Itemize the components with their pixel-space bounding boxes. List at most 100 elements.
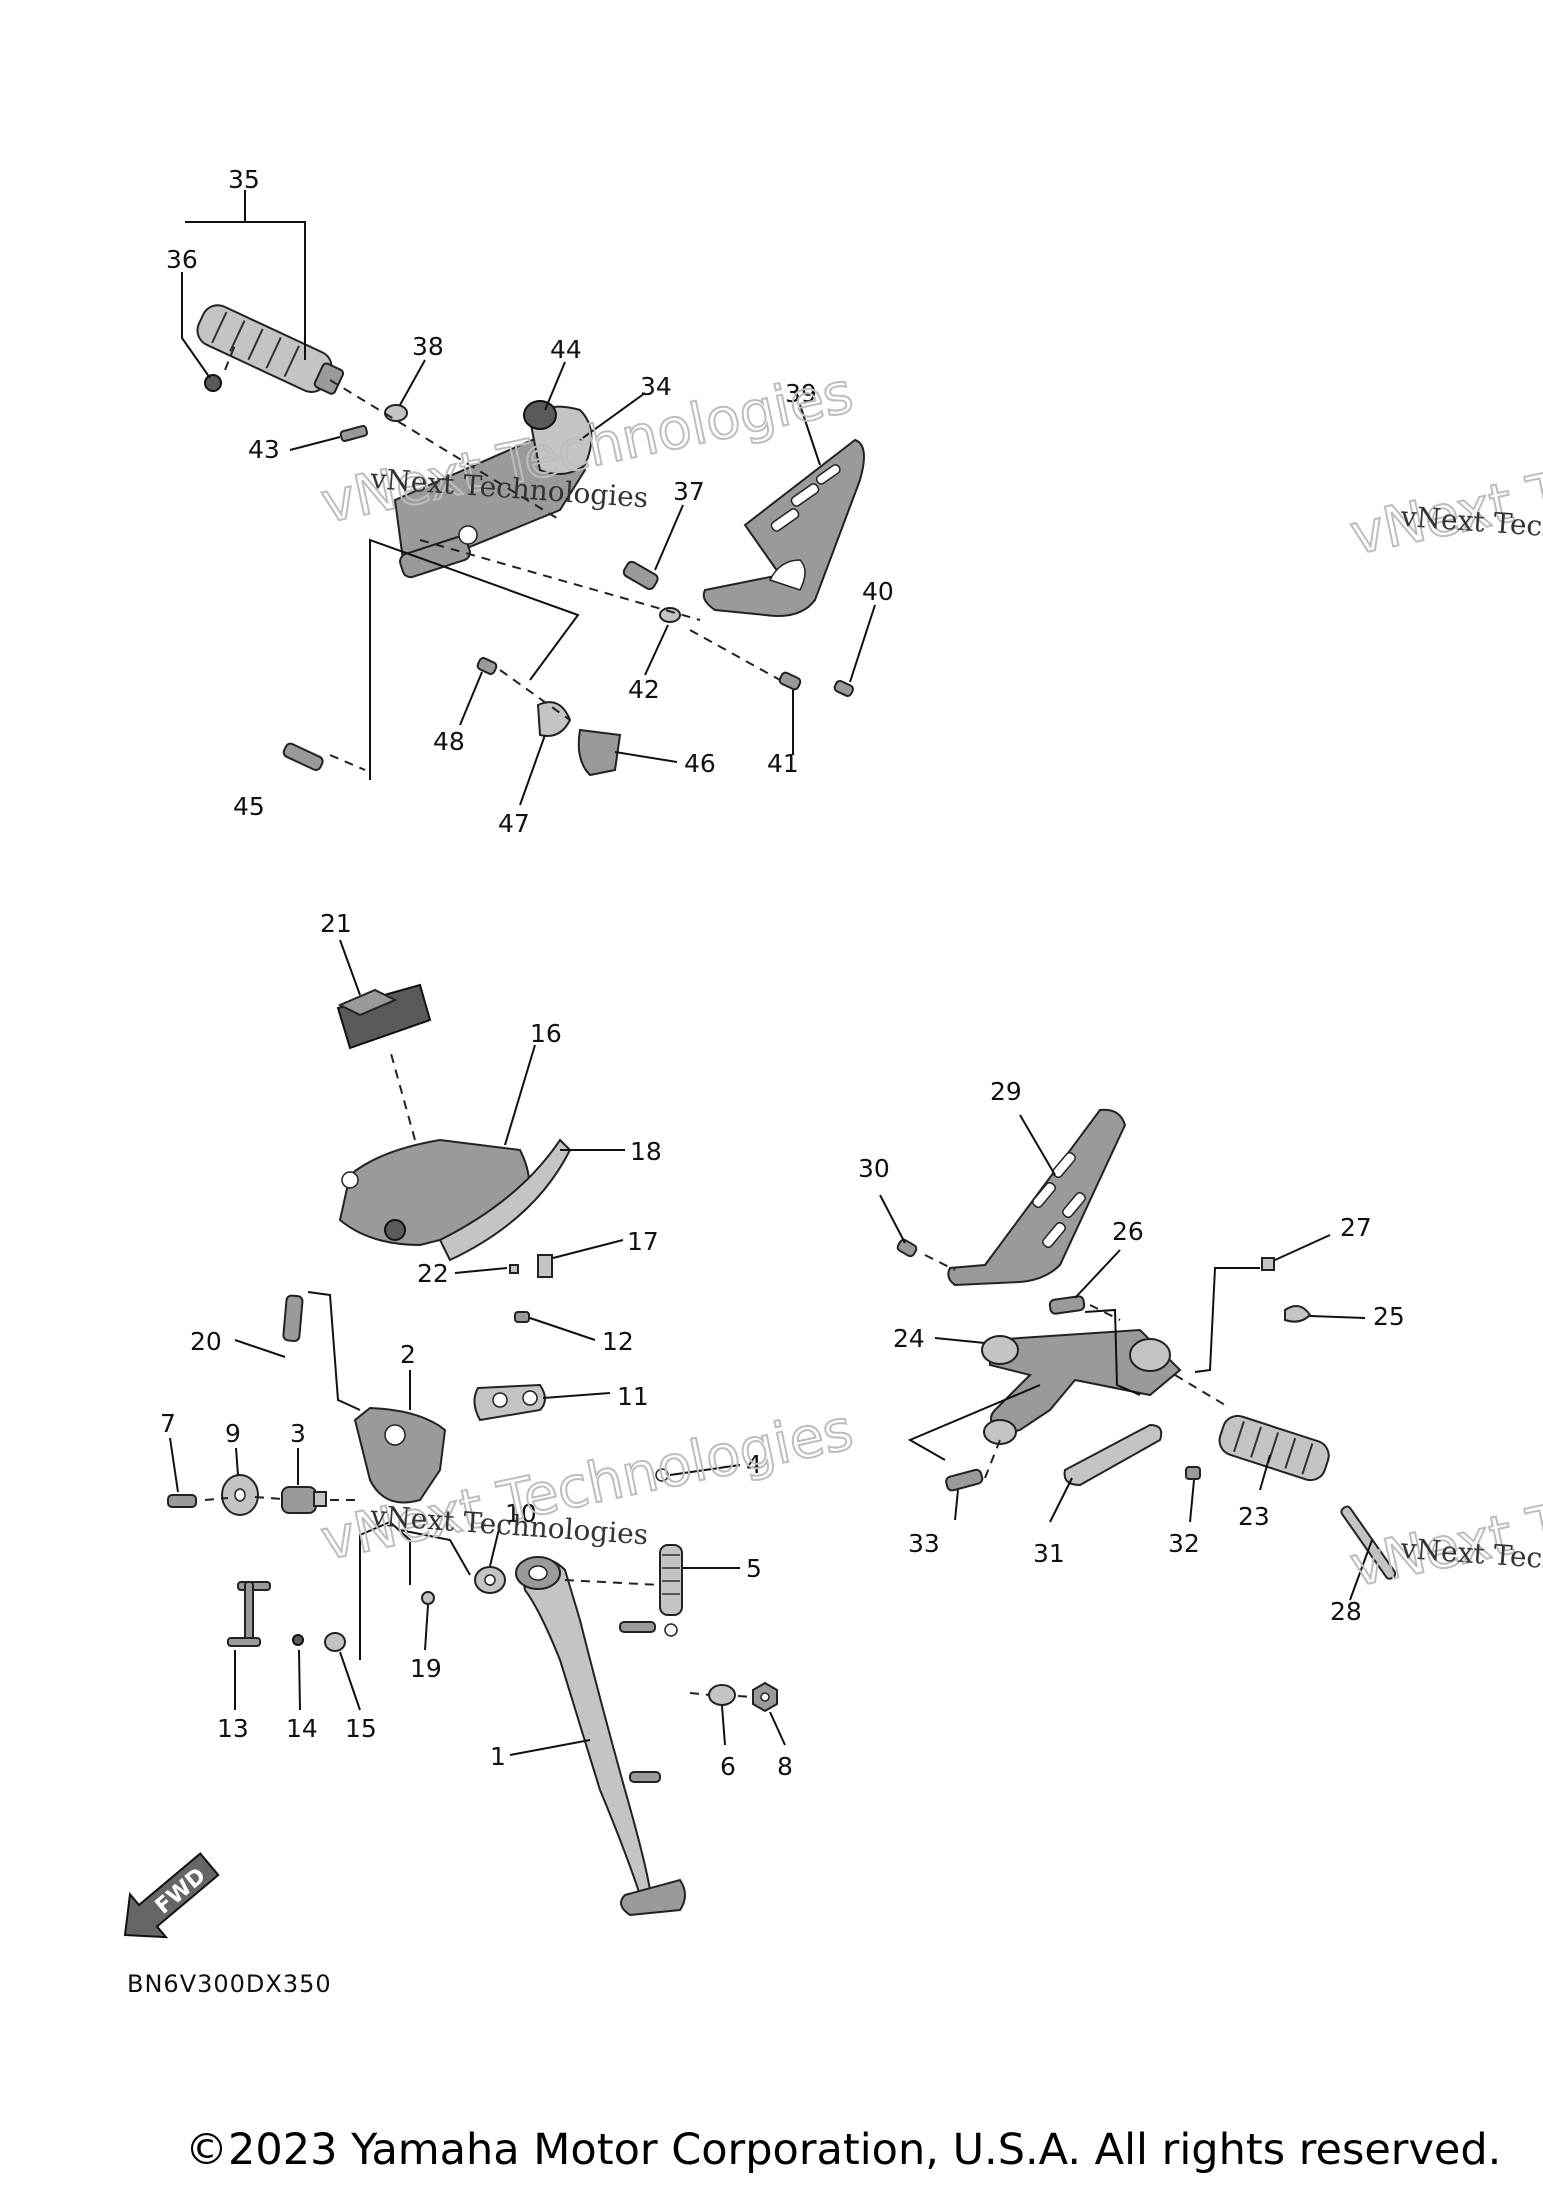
svg-text:vNext Technologies: vNext Technologies [1345, 1424, 1543, 1600]
part-bolt-40 [833, 679, 854, 697]
part-heel-plate-29 [947, 1108, 1127, 1287]
part-bracket-46 [577, 728, 622, 777]
callout-34: 34 [640, 372, 672, 401]
part-plate-31 [1063, 1423, 1163, 1487]
part-footpeg-23 [1218, 1414, 1330, 1482]
callout-25: 25 [1373, 1302, 1405, 1331]
callout-2: 2 [400, 1340, 416, 1369]
callout-3: 3 [290, 1419, 306, 1448]
part-19 [421, 1591, 435, 1605]
callout-10: 10 [505, 1499, 537, 1528]
part-spring-4 [655, 1468, 669, 1482]
part-bolt-48 [476, 657, 498, 675]
callout-11: 11 [617, 1382, 649, 1411]
part-pin-36 [204, 374, 222, 392]
callout-28: 28 [1330, 1597, 1362, 1626]
callout-22: 22 [417, 1259, 449, 1288]
part-washer-15 [324, 1632, 346, 1652]
callout-5: 5 [746, 1554, 762, 1583]
callout-12: 12 [602, 1327, 634, 1356]
leader-lines [169, 190, 1373, 1756]
callout-32: 32 [1168, 1529, 1200, 1558]
part-washer-38 [384, 404, 408, 422]
callout-44: 44 [550, 335, 582, 364]
part-collar-10 [474, 1566, 506, 1594]
callout-16: 16 [530, 1019, 562, 1048]
callout-9: 9 [225, 1419, 241, 1448]
diagram-code: BN6V300DX350 [127, 1970, 332, 1998]
callout-43: 43 [248, 435, 280, 464]
callout-35: 35 [228, 165, 260, 194]
part-bolt-43 [339, 424, 369, 442]
part-bolt-41 [778, 671, 802, 691]
part-sidestand-1 [515, 1556, 686, 1917]
part-bracket-11 [473, 1383, 546, 1422]
callout-13: 13 [217, 1714, 249, 1743]
sidestand-assembly [167, 983, 778, 1917]
callout-4: 4 [746, 1450, 762, 1479]
svg-text:vNext Technologies: vNext Technologies [1345, 392, 1543, 568]
callout-29: 29 [990, 1077, 1022, 1106]
callout-45: 45 [233, 792, 265, 821]
callout-8: 8 [777, 1752, 793, 1781]
callout-21: 21 [320, 909, 352, 938]
part-washer-6 [708, 1684, 736, 1706]
part-washer-42 [659, 607, 681, 623]
callout-23: 23 [1238, 1502, 1270, 1531]
part-22 [509, 1264, 519, 1274]
part-clip-47 [536, 701, 572, 737]
callout-7: 7 [160, 1409, 176, 1438]
part-27 [1261, 1257, 1275, 1271]
callout-42: 42 [628, 675, 660, 704]
callout-17: 17 [627, 1227, 659, 1256]
callout-24: 24 [893, 1324, 925, 1353]
callout-38: 38 [412, 332, 444, 361]
callout-39: 39 [785, 379, 817, 408]
part-bolt-30 [896, 1238, 918, 1258]
right-assembly [896, 1108, 1397, 1580]
callout-30: 30 [858, 1154, 890, 1183]
part-heel-plate-39 [702, 438, 865, 617]
part-17 [537, 1254, 553, 1278]
callout-27: 27 [1340, 1213, 1372, 1242]
upper-assembly [196, 304, 865, 777]
part-clip-25 [1284, 1305, 1312, 1323]
part-14 [292, 1634, 304, 1646]
callout-33: 33 [908, 1529, 940, 1558]
copyright-notice: ©2023 Yamaha Motor Corporation, U.S.A. A… [185, 2125, 1502, 2175]
part-bolt-7 [167, 1494, 197, 1508]
part-bracket-24 [981, 1328, 1182, 1445]
callout-36: 36 [166, 245, 198, 274]
callout-14: 14 [286, 1714, 318, 1743]
part-collar-3 [281, 1486, 327, 1514]
callout-6: 6 [720, 1752, 736, 1781]
callout-20: 20 [190, 1327, 222, 1356]
part-bolt-32 [1185, 1466, 1201, 1480]
part-bolt-26 [1048, 1295, 1086, 1315]
part-switch-21 [336, 983, 432, 1050]
part-bolt-37 [622, 560, 659, 591]
callout-48: 48 [433, 727, 465, 756]
watermark-right-upper: vNext Technologies vNext Technologies [1344, 391, 1543, 569]
callout-46: 46 [684, 749, 716, 778]
part-washer-9 [221, 1474, 259, 1516]
part-bolt-33 [945, 1468, 984, 1492]
callout-37: 37 [673, 477, 705, 506]
part-footpeg-upper [196, 304, 345, 395]
callout-1: 1 [490, 1742, 506, 1771]
callout-47: 47 [498, 809, 530, 838]
part-bracket-34 [393, 400, 593, 579]
part-pin-28 [1340, 1505, 1397, 1580]
part-pin-13 [227, 1581, 271, 1647]
callout-26: 26 [1112, 1217, 1144, 1246]
part-bolt-20 [282, 1294, 304, 1342]
callout-labels: 35 36 38 44 34 39 43 37 40 42 48 46 41 4… [160, 165, 1405, 1781]
part-bolt-12 [514, 1311, 530, 1323]
callout-15: 15 [345, 1714, 377, 1743]
callout-40: 40 [862, 577, 894, 606]
part-bolt-45 [282, 742, 324, 771]
callout-41: 41 [767, 749, 799, 778]
fwd-arrow-icon: FWD [123, 1852, 220, 1939]
part-bracket-2 [353, 1406, 447, 1504]
